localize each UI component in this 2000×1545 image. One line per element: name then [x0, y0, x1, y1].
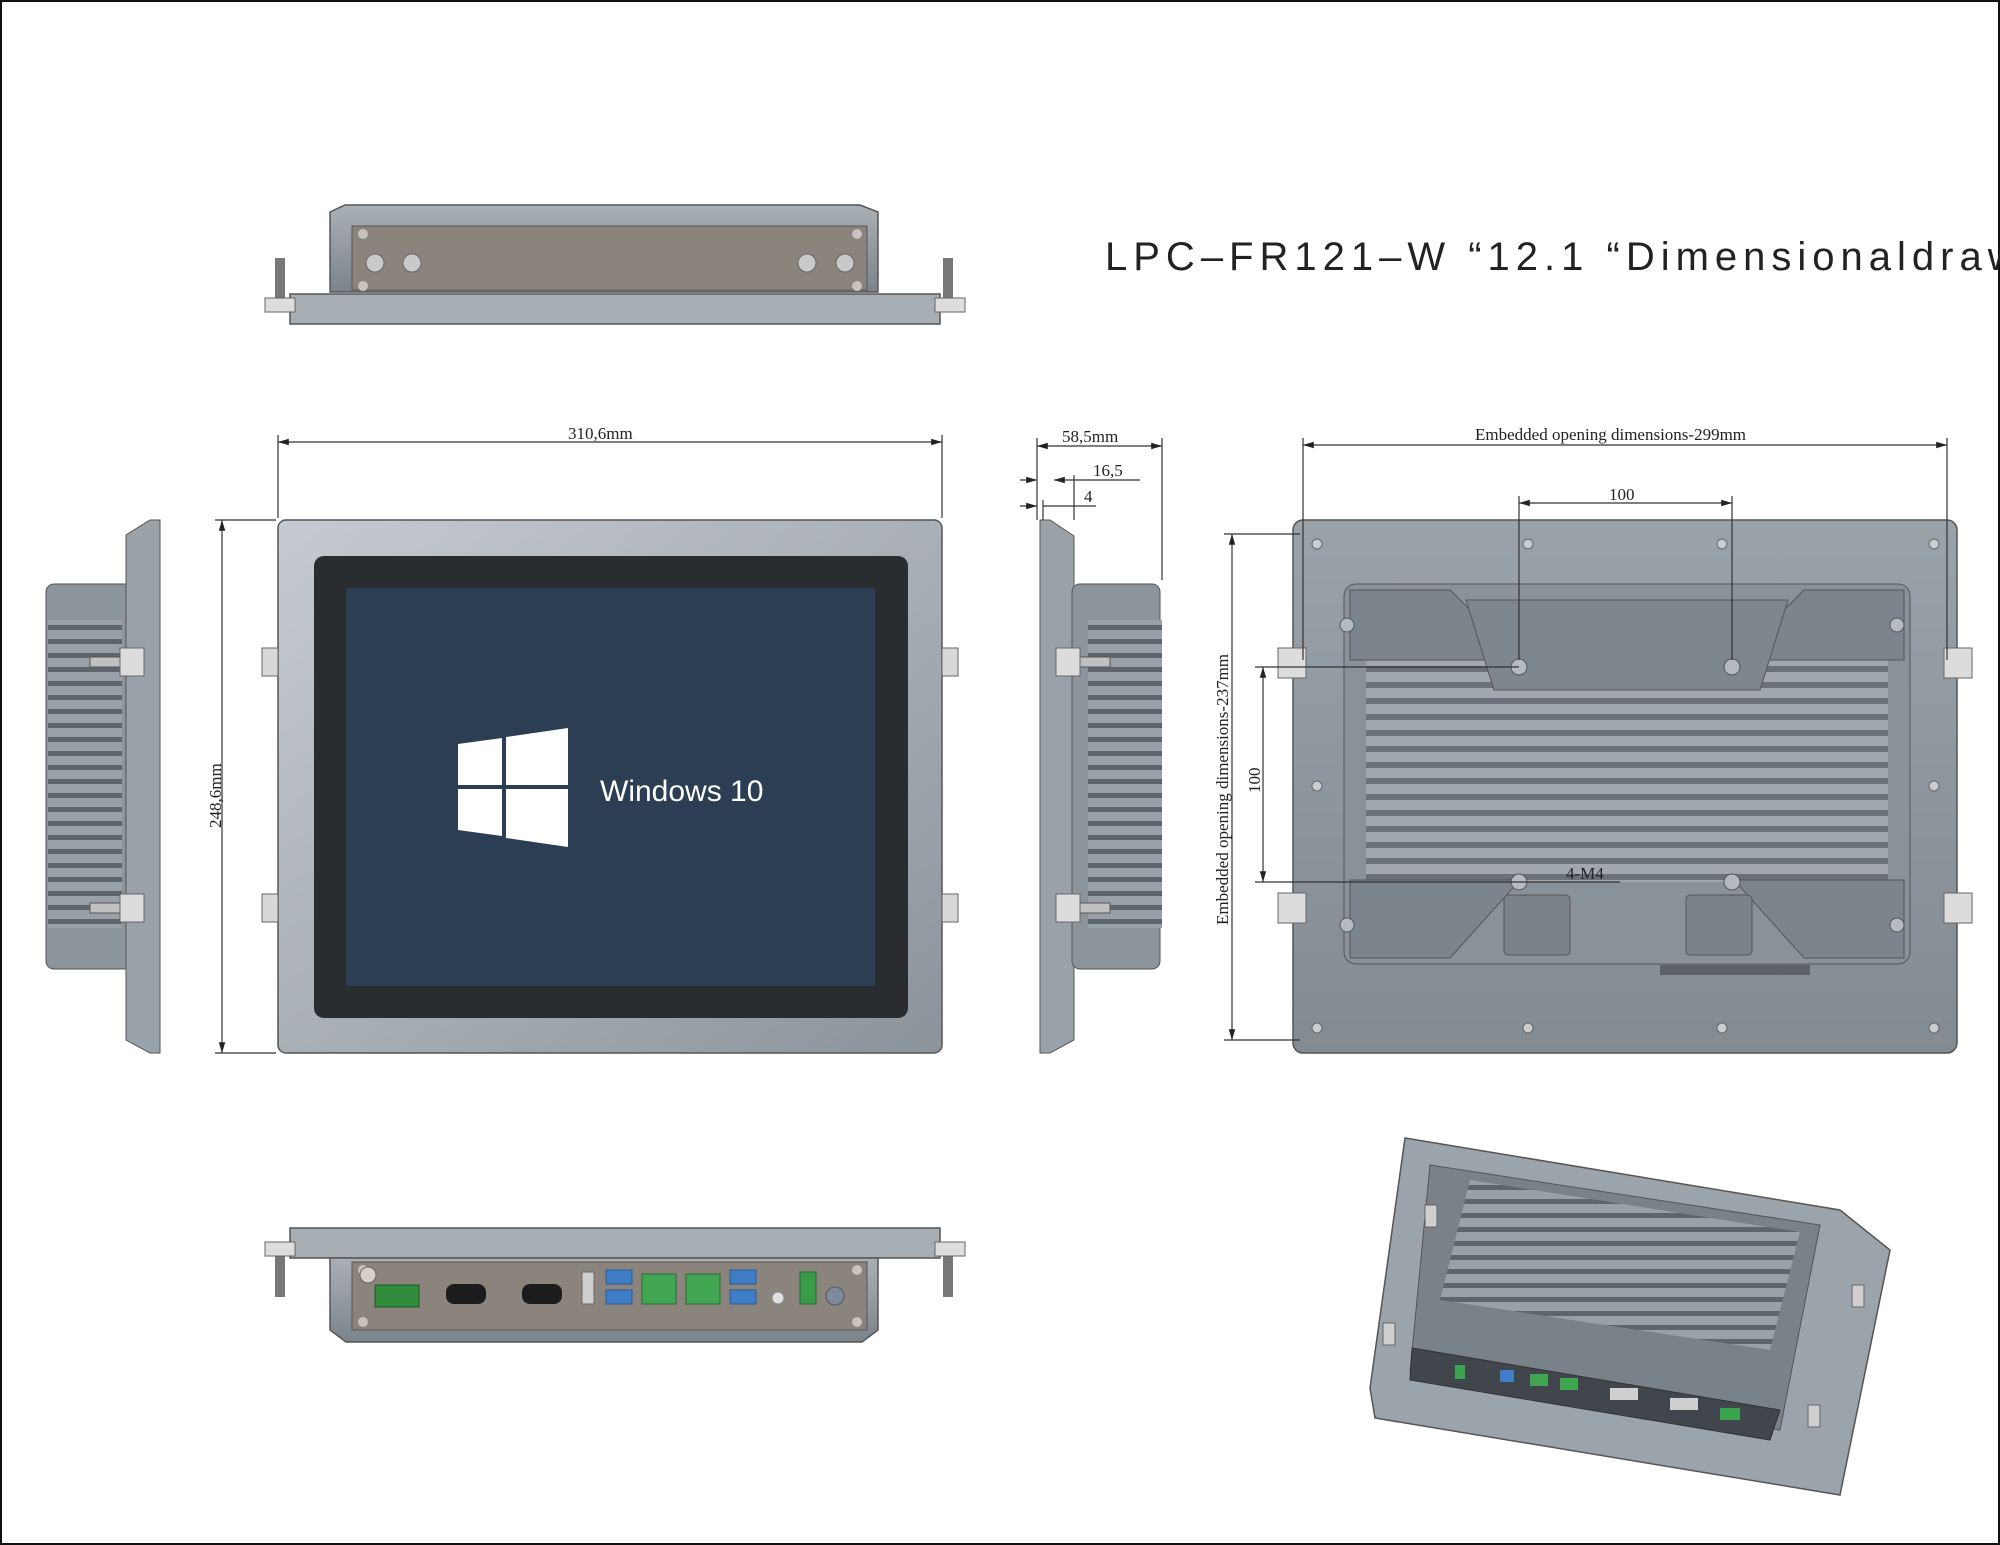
left-side-view [45, 519, 161, 1054]
serial-port-icon [446, 1284, 486, 1304]
opening-width-dimension: Embedded opening dimensions-299mm [1475, 425, 1746, 444]
bezel-dimension: 4 [1084, 487, 1093, 506]
top-view [264, 204, 966, 325]
power-button-icon [771, 1291, 785, 1305]
vesa-horizontal-dimension: 100 [1609, 485, 1635, 504]
vesa-screws-label: 4-M4 [1566, 864, 1604, 883]
serial-port-icon [522, 1284, 562, 1304]
lan-port-icon [685, 1273, 721, 1305]
offset-dimension: 16,5 [1093, 461, 1123, 480]
depth-dimension: 58,5mm [1062, 427, 1118, 446]
right-side-view [1039, 519, 1162, 1054]
usb-port-icon [729, 1269, 757, 1285]
vesa-vertical-dimension: 100 [1245, 768, 1264, 794]
back-view [1277, 519, 1973, 1054]
isometric-view [1369, 1137, 1891, 1496]
height-dimension: 248,6mm [206, 763, 225, 828]
usb-port-icon [605, 1289, 633, 1305]
drawing-title: LPC–FR121–W “12.1 “Dimensionaldrawings [1105, 235, 2000, 279]
front-view: Windows 10 [261, 519, 959, 1054]
power-terminal-icon [374, 1284, 420, 1308]
windows-logo-icon [458, 728, 568, 847]
width-dimension: 310,6mm [568, 424, 633, 443]
back-dimensions [1224, 438, 1948, 1041]
opening-height-dimension: Embedded opening dimensions-237mm [1213, 654, 1232, 925]
antenna-port-icon [825, 1286, 845, 1306]
hdmi-port-icon [581, 1271, 595, 1305]
os-label: Windows 10 [600, 775, 763, 808]
front-dimensions [215, 435, 943, 1054]
usb-port-icon [605, 1269, 633, 1285]
ground-terminal-icon [359, 1266, 377, 1284]
lan-port-icon [641, 1273, 677, 1305]
phoenix-terminal-icon [799, 1271, 817, 1305]
display-screen [346, 588, 875, 986]
usb-port-icon [729, 1289, 757, 1305]
bottom-view [264, 1227, 966, 1343]
side-dimensions [1020, 438, 1163, 580]
